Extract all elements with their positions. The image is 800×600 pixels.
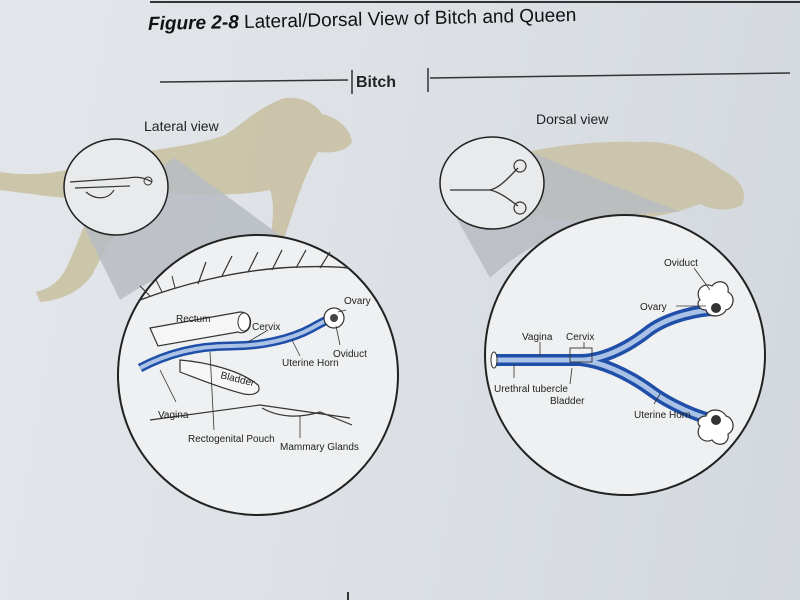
label-vagina-lateral: Vagina [158, 410, 189, 421]
label-cervix-lateral: Cervix [252, 322, 280, 333]
bladder-lateral [179, 359, 260, 396]
spine [139, 265, 349, 301]
dorsal-inset-circle [439, 136, 545, 230]
section-label-bitch: Bitch [356, 74, 396, 91]
lateral-inset-circle [63, 138, 169, 236]
label-vagina-dorsal: Vagina [522, 332, 553, 343]
label-cervix-dorsal: Cervix [566, 332, 594, 343]
label-rectogenital-pouch: Rectogenital Pouch [188, 434, 275, 445]
dorsal-detail-circle [484, 214, 766, 496]
section-rule [159, 68, 791, 94]
label-bladder-dorsal: Bladder [550, 396, 585, 407]
lateral-detail-circle [117, 234, 399, 516]
lateral-view-heading: Lateral view [144, 118, 219, 134]
ovary-top [697, 281, 734, 317]
label-ovary-dorsal: Ovary [640, 302, 667, 313]
label-mammary-glands: Mammary Glands [280, 442, 359, 453]
label-ovary-lateral: Ovary [344, 296, 371, 307]
lateral-dog-silhouette [0, 97, 352, 303]
label-urethral-tubercle: Urethral tubercle [494, 384, 568, 395]
label-uterine-horn-dorsal: Uterine Horn [634, 410, 691, 421]
label-oviduct-lateral: Oviduct [333, 349, 367, 360]
label-uterine-horn-lateral: Uterine Horn [282, 358, 339, 369]
dorsal-view-heading: Dorsal view [536, 111, 609, 127]
label-oviduct-dorsal: Oviduct [664, 258, 698, 269]
ovary-bottom [697, 409, 734, 445]
label-rectum: Rectum [176, 314, 210, 325]
